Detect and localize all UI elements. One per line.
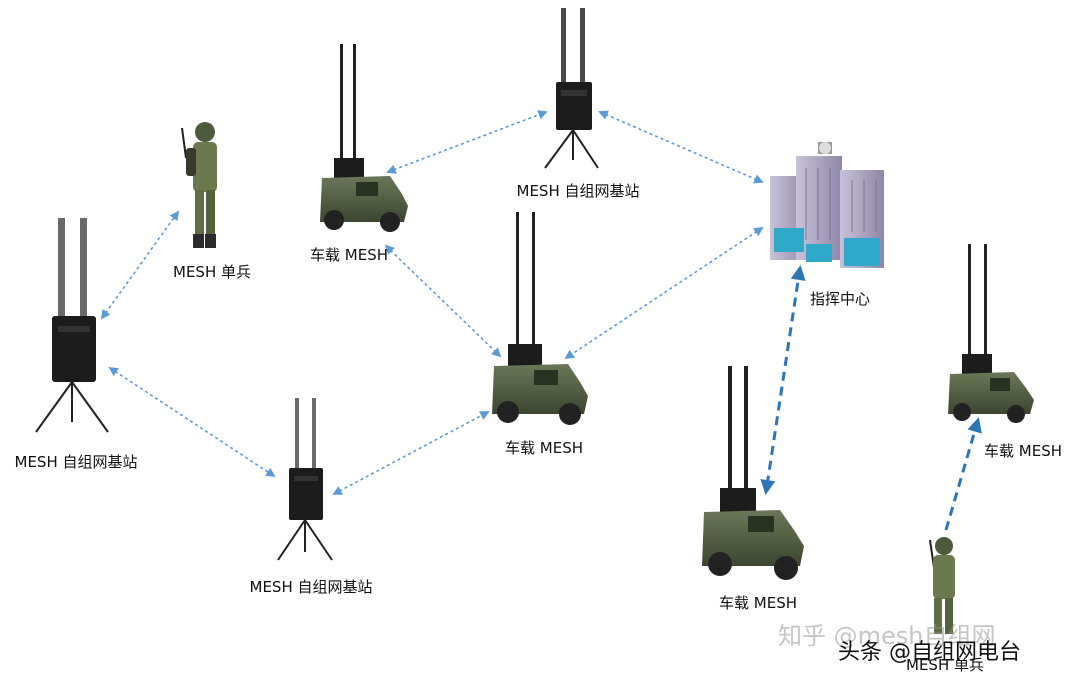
link-base-left-to-base-bottom xyxy=(108,366,276,478)
base-station-bottom-icon xyxy=(277,398,333,561)
link-vehicle-top-to-vehicle-center xyxy=(384,244,502,358)
link-vehicle-top-to-base-top xyxy=(386,110,548,174)
link-command-to-vehicle-bottom xyxy=(760,265,806,495)
vehicle-center-label: 车载 MESH xyxy=(505,439,583,457)
soldier-bottom-icon xyxy=(929,537,955,634)
base-station-top-label: MESH 自组网基站 xyxy=(516,182,640,200)
base-station-left-icon xyxy=(35,218,109,433)
link-base-bottom-to-vehicle-center xyxy=(332,411,490,495)
links xyxy=(100,110,764,495)
link-base-top-to-command xyxy=(598,110,764,184)
soldier-top-icon xyxy=(181,122,217,248)
command-center-building-icon xyxy=(770,142,884,268)
link-command-to-vehicle-center xyxy=(564,226,764,360)
vehicle-right-icon xyxy=(948,244,1034,423)
vehicle-bottom-icon xyxy=(702,366,804,580)
base-station-bottom-label: MESH 自组网基站 xyxy=(249,578,373,596)
vehicle-top-icon xyxy=(320,44,408,232)
strong-links xyxy=(760,265,982,531)
vehicle-top-label: 车载 MESH xyxy=(310,246,388,264)
link-base-left-to-soldier xyxy=(100,210,180,320)
watermark-zhihu: 知乎 @mesh自组网 xyxy=(778,622,996,650)
link-soldier-bottom-to-vehicle-right xyxy=(944,417,982,531)
soldier-bottom-label: MESH 单兵 xyxy=(906,656,984,674)
base-station-left-label: MESH 自组网基站 xyxy=(14,453,138,471)
command-center-label: 指挥中心 xyxy=(809,290,871,308)
vehicle-right-label: 车载 MESH xyxy=(984,442,1062,460)
base-station-top-icon xyxy=(544,8,599,169)
soldier-top-label: MESH 单兵 xyxy=(173,263,251,281)
vehicle-bottom-label: 车载 MESH xyxy=(719,594,797,612)
watermark-toutiao: 头条 @自组网电台 xyxy=(838,640,1021,665)
vehicle-center-icon xyxy=(492,212,588,425)
